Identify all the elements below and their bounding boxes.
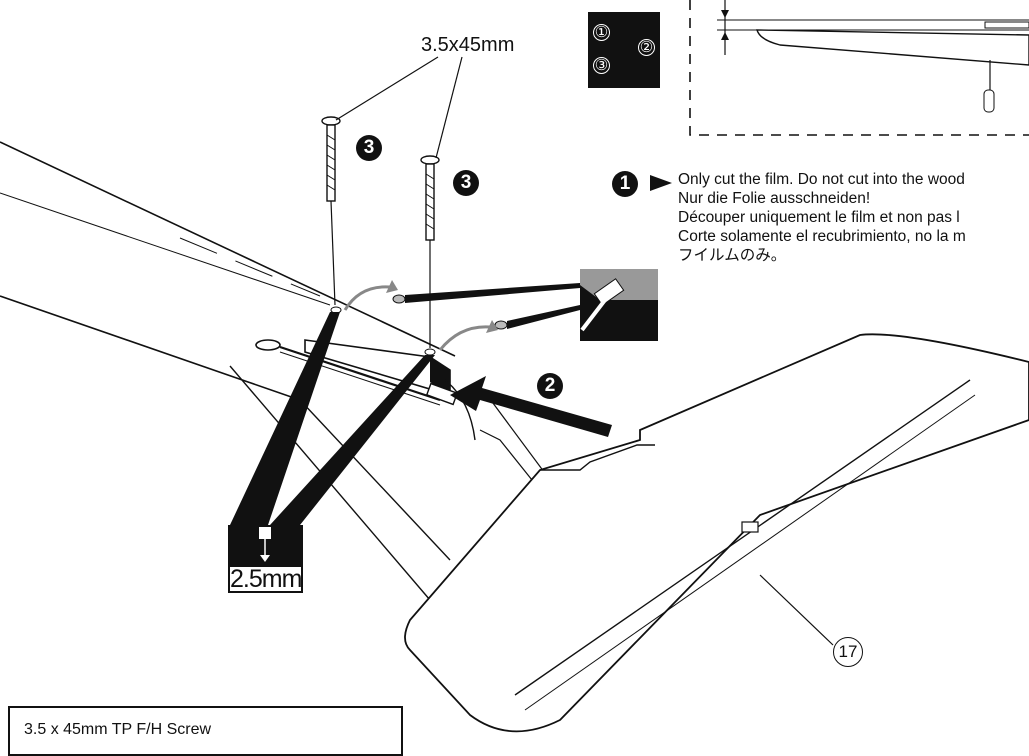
step-1-badge: 1 (612, 171, 638, 197)
instruction-french: Découper uniquement le film et non pas l (678, 209, 960, 226)
order-number-2: ② (638, 39, 655, 56)
order-number-1: ① (593, 24, 610, 41)
instruction-spanish: Corte solamente el recubrimiento, no la … (678, 228, 966, 245)
screw-size-label: 3.5x45mm (421, 34, 515, 56)
step-2-badge: 2 (537, 373, 563, 399)
legend-text: 3.5 x 45mm TP F/H Screw (24, 721, 212, 738)
instruction-english: Only cut the film. Do not cut into the w… (678, 171, 965, 188)
screw-right (420, 155, 440, 348)
instruction-german: Nur die Folie ausschneiden! (678, 190, 871, 207)
step-3-badge-right: 3 (453, 170, 479, 196)
drill-depth-label: 2.5mm (228, 565, 303, 593)
assembly-illustration (0, 0, 1029, 733)
part-number-badge: 17 (833, 637, 863, 667)
instruction-japanese: フイルムのみ。 (678, 247, 787, 264)
step-3-badge-left: 3 (356, 135, 382, 161)
order-number-3: ③ (593, 57, 610, 74)
screw-left (321, 116, 341, 306)
